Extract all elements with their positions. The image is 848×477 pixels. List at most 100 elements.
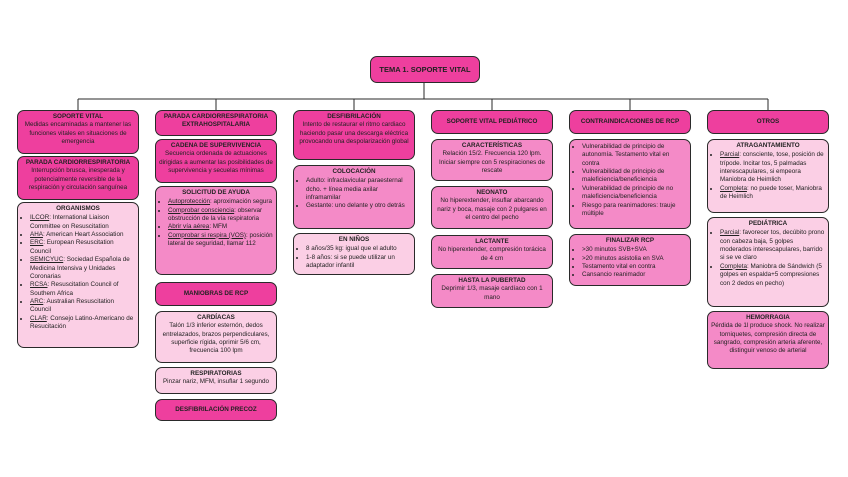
list-item-term: Autoprotección xyxy=(168,198,211,206)
ninos-box: EN NIÑOS 8 años/35 kg: igual que el adul… xyxy=(293,233,415,275)
respiratorias-text: Pinzar nariz, MFM, insuflar 1 segundo xyxy=(162,378,270,386)
hemorragia-text: Pérdida de 1l produce shock. No realizar… xyxy=(711,322,825,355)
list-item: Testamento vital en contra xyxy=(582,263,687,271)
list-item: Gestante: uno delante y otro detrás xyxy=(306,202,411,210)
finalizar-rcp-heading: FINALIZAR RCP xyxy=(605,237,655,244)
caracteristicas-box: CARACTERÍSTICAS Relación 15/2. Frecuenci… xyxy=(431,139,553,181)
caracteristicas-heading: CARACTERÍSTICAS xyxy=(461,142,523,149)
list-item-text: : Sociedad Española de Medicina Intensiv… xyxy=(30,256,130,280)
list-item-term: ILCOR xyxy=(30,214,50,222)
neonato-box: NEONATO No hiperextender, insuflar abarc… xyxy=(431,186,553,229)
contraindicaciones-heading: CONTRAINDICACIONES DE RCP xyxy=(580,118,680,125)
list-item-text: : American Heart Association xyxy=(42,231,124,239)
desfibrilacion-text: Intento de restaurar el ritmo cardiaco h… xyxy=(299,121,409,146)
respiratorias-box: RESPIRATORIAS Pinzar nariz, MFM, insufla… xyxy=(155,367,277,394)
sv-pediatrico-box: SOPORTE VITAL PEDIÁTRICO xyxy=(431,110,553,134)
list-item: CLAR: Consejo Latino-Americano de Resuci… xyxy=(30,315,135,332)
finalizar-rcp-box: FINALIZAR RCP >30 minutos SVB+SVA>20 min… xyxy=(569,234,691,286)
caracteristicas-text: Relación 15/2. Frecuencia 120 lpm. Inici… xyxy=(438,150,546,175)
list-item: ARC: Australian Resuscitation Council xyxy=(30,298,135,315)
list-item: Comprobar consciencia: observar obstrucc… xyxy=(168,207,273,224)
list-item-text: : Resuscitation Council of Southern Afri… xyxy=(30,281,119,297)
list-item: Completa: no puede toser, Maniobra de He… xyxy=(720,185,825,202)
soporte-vital-text: Medidas encaminadas a mantener las funci… xyxy=(24,121,132,146)
solicitud-ayuda-box: SOLICITUD DE AYUDA Autoprotección: aprox… xyxy=(155,186,277,275)
list-item-term: Comprobar si respira (VOS) xyxy=(168,231,247,239)
list-item-text: : Consejo Latino-Americano de Resucitaci… xyxy=(30,314,134,331)
neonato-text: No hiperextender, insuflar abarcando nar… xyxy=(437,197,547,222)
list-item: Riesgo para reanimadores: trauje múltipl… xyxy=(582,202,687,219)
list-item: Vulnerabilidad de principio de autonomía… xyxy=(582,143,687,168)
list-item-term: CLAR xyxy=(30,314,47,322)
list-item: Parcial: consciente, tose, posición de t… xyxy=(720,151,825,184)
list-item-text: : Maniobra de Sándwich (5 golpes en espa… xyxy=(720,262,822,287)
list-item: Abrir vía aérea: MFM xyxy=(168,223,273,231)
solicitud-ayuda-heading: SOLICITUD DE AYUDA xyxy=(182,189,250,196)
list-item: Vulnerabilidad de principio de no malefi… xyxy=(582,185,687,202)
list-item-text: : consciente, tose, posición de trípode.… xyxy=(720,151,824,184)
list-item: Completa: Maniobra de Sándwich (5 golpes… xyxy=(720,263,825,288)
list-item-text: : European Resuscitation Council xyxy=(30,239,114,255)
ninos-list: 8 años/35 kg: igual que el adulto1-8 año… xyxy=(297,245,411,270)
list-item-text: : no puede toser, Maniobra de Heimlich xyxy=(720,184,822,201)
list-item-text: : International Liaison Committee on Res… xyxy=(30,214,110,230)
colocacion-box: COLOCACIÓN Adulto: infraclavicular parae… xyxy=(293,165,415,229)
lactante-box: LACTANTE No hiperextender, compresión to… xyxy=(431,235,553,269)
respiratorias-heading: RESPIRATORIAS xyxy=(190,370,242,377)
soporte-vital-heading: SOPORTE VITAL xyxy=(52,113,104,120)
list-item: 8 años/35 kg: igual que el adulto xyxy=(306,245,411,253)
list-item: >30 minutos SVB+SVA xyxy=(582,246,687,254)
list-item-term: Completa xyxy=(720,262,747,270)
desfibrilacion-heading: DESFIBRILACIÓN xyxy=(327,113,381,120)
list-item-term: ERC xyxy=(30,239,44,247)
desfibrilacion-precoz-box: DESFIBRILACIÓN PRECOZ xyxy=(155,399,277,421)
list-item-term: RCSA xyxy=(30,281,48,289)
organismos-heading: ORGANISMOS xyxy=(56,205,100,212)
maniobras-box: MANIOBRAS DE RCP xyxy=(155,282,277,306)
contraindicaciones-list: Vulnerabilidad de principio de autonomía… xyxy=(573,143,687,218)
list-item-term: AHA xyxy=(30,231,43,239)
pubertad-text: Deprimir 1/3, masaje cardíaco con 1 mano xyxy=(441,285,543,301)
cadena-heading: CADENA DE SUPERVIVENCIA xyxy=(170,142,262,149)
desfibrilacion-box: DESFIBRILACIÓN Intento de restaurar el r… xyxy=(293,110,415,160)
solicitud-ayuda-list: Autoprotección: aproximación seguraCompr… xyxy=(159,198,273,248)
atragantamiento-list: Parcial: consciente, tose, posición de t… xyxy=(711,151,825,201)
hemorragia-box: HEMORRAGIA Pérdida de 1l produce shock. … xyxy=(707,311,829,369)
list-item: Parcial: favorecer tos, decúbito prono c… xyxy=(720,229,825,262)
list-item: Cansancio reanimador xyxy=(582,271,687,279)
pediatrica-box: PEDIÁTRICA Parcial: favorecer tos, decúb… xyxy=(707,217,829,307)
main-title: TEMA 1. SOPORTE VITAL xyxy=(370,56,480,83)
cardiacas-heading: CARDÍACAS xyxy=(197,314,235,321)
atragantamiento-box: ATRAGANTAMIENTO Parcial: consciente, tos… xyxy=(707,139,829,213)
list-item: Adulto: infraclavicular paraesternal dch… xyxy=(306,177,411,202)
list-item-text: : aproximación segura xyxy=(210,198,272,206)
pcr-extrahospitalaria-box: PARADA CARDIORRESPIRATORIA EXTRAHOSPITAL… xyxy=(155,110,277,136)
desfibrilacion-precoz-heading: DESFIBRILACIÓN PRECOZ xyxy=(175,406,257,413)
organismos-list: ILCOR: International Liaison Committee o… xyxy=(21,214,135,331)
list-item-text: : Australian Resuscitation Council xyxy=(30,297,114,314)
atragantamiento-heading: ATRAGANTAMIENTO xyxy=(736,142,800,149)
list-item: ERC: European Resuscitation Council xyxy=(30,239,135,256)
list-item-term: Abrir vía aérea xyxy=(168,223,210,231)
contraindicaciones-box: CONTRAINDICACIONES DE RCP xyxy=(569,110,691,134)
maniobras-heading: MANIOBRAS DE RCP xyxy=(183,290,249,297)
colocacion-heading: COLOCACIÓN xyxy=(332,168,376,175)
lactante-heading: LACTANTE xyxy=(475,238,509,245)
list-item: RCSA: Resuscitation Council of Southern … xyxy=(30,281,135,298)
list-item-term: SEMICYUC xyxy=(30,256,64,264)
list-item: SEMICYUC: Sociedad Española de Medicina … xyxy=(30,256,135,281)
organismos-box: ORGANISMOS ILCOR: International Liaison … xyxy=(17,202,139,348)
contraindicaciones-list-box: Vulnerabilidad de principio de autonomía… xyxy=(569,139,691,229)
pediatrica-list: Parcial: favorecer tos, decúbito prono c… xyxy=(711,229,825,288)
list-item: 1-8 años: si se puede utilizar un adapta… xyxy=(306,254,411,271)
sv-pediatrico-heading: SOPORTE VITAL PEDIÁTRICO xyxy=(446,118,538,125)
otros-box: OTROS xyxy=(707,110,829,134)
pediatrica-heading: PEDIÁTRICA xyxy=(748,220,788,227)
pcr-heading: PARADA CARDIORRESPIRATORIA xyxy=(25,159,131,166)
list-item-term: Parcial xyxy=(720,151,740,159)
list-item: >20 minutos asistolia en SVA xyxy=(582,255,687,263)
soporte-vital-box: SOPORTE VITAL Medidas encaminadas a mant… xyxy=(17,110,139,154)
list-item-term: Parcial xyxy=(720,229,740,237)
pcr-text: Interrupción brusca, inesperada y potenc… xyxy=(28,167,128,192)
